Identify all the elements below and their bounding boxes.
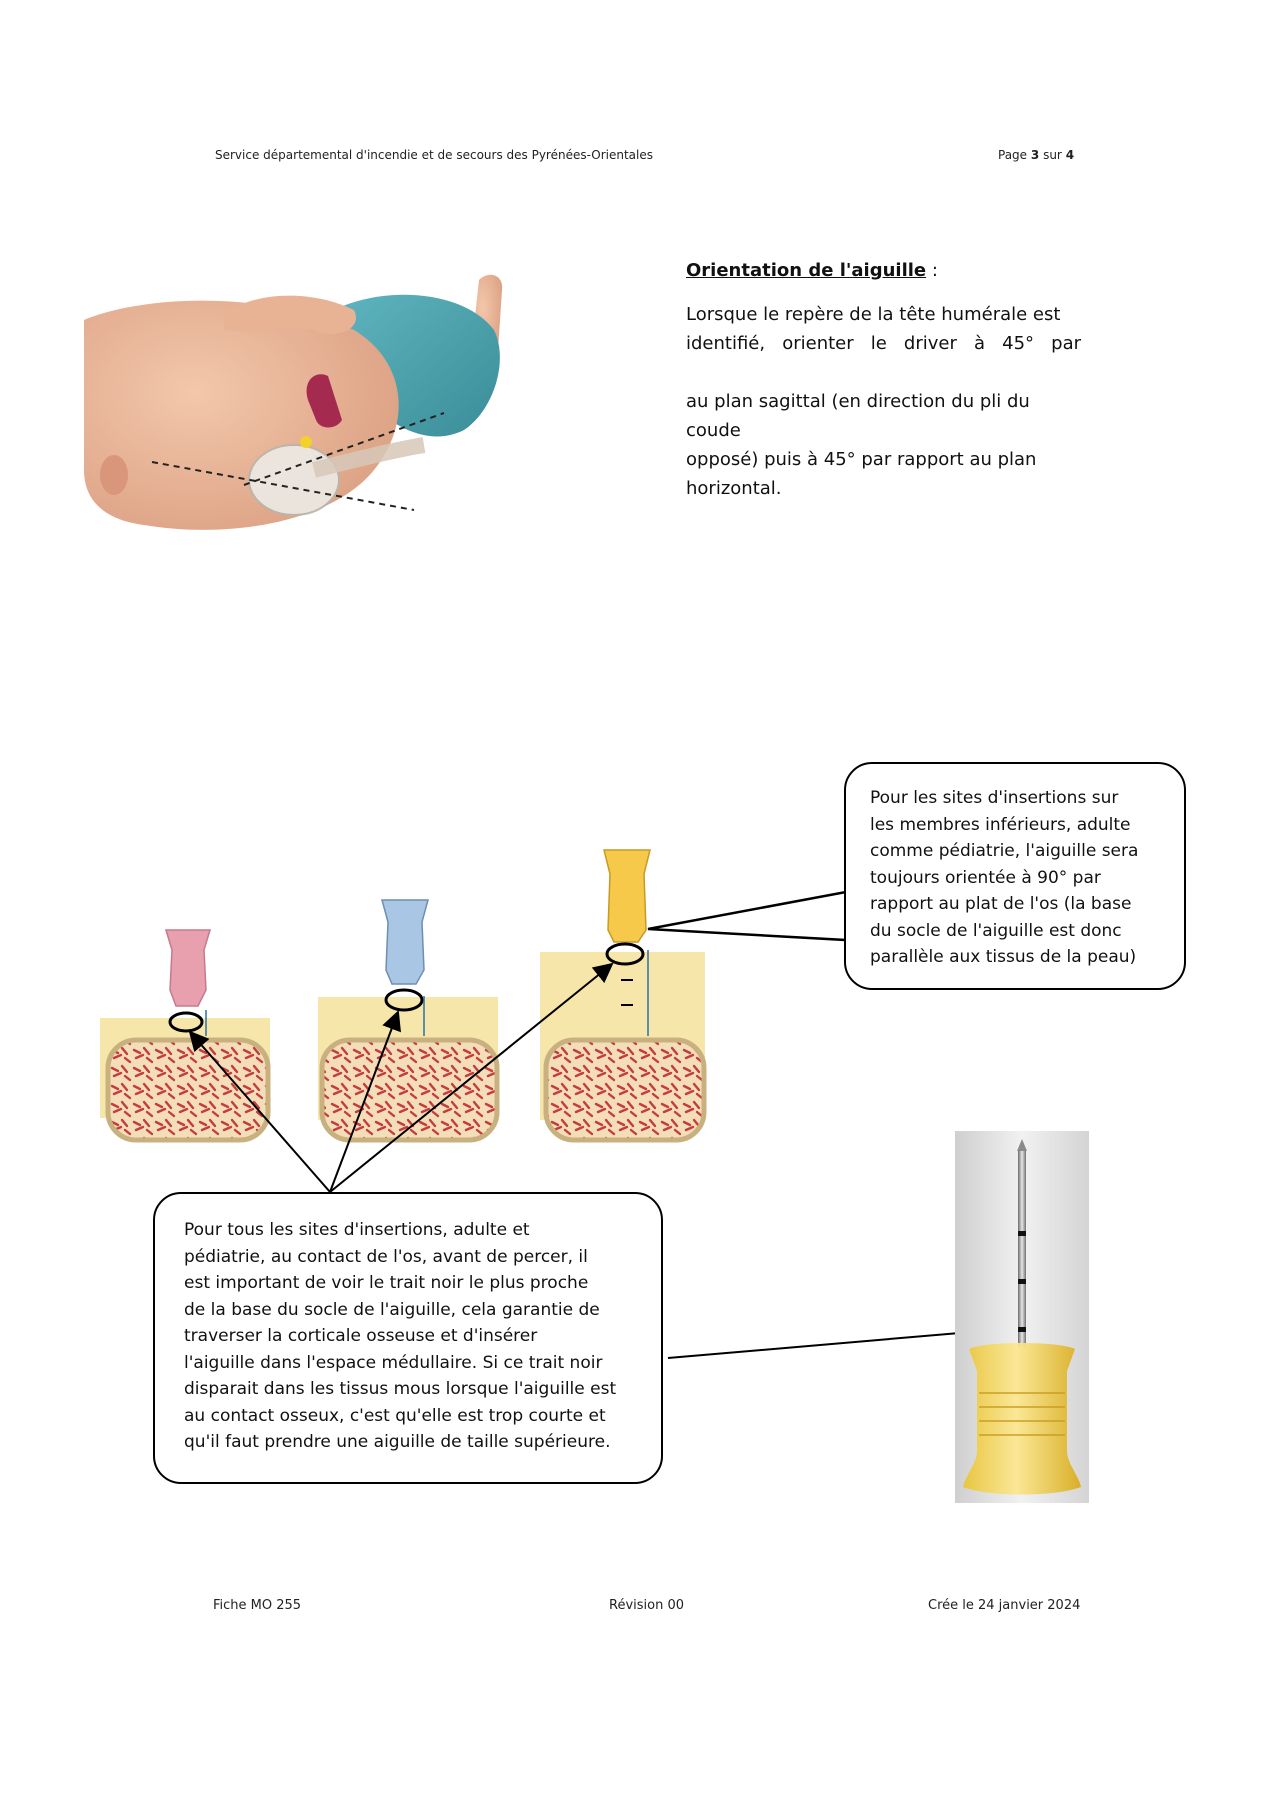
callout-all-sites-line-3: est important de voir le trait noir le p… xyxy=(184,1273,589,1293)
patient-humeral-illustration xyxy=(84,274,503,530)
orientation-paragraph-1: Lorsque le repère de la tête humérale es… xyxy=(686,300,1081,358)
callout-lower-limbs-line-4: toujours orientée à 90° par xyxy=(870,867,1101,888)
orientation-title-suffix: : xyxy=(926,260,938,281)
callout-all-sites: Pour tous les sites d'insertions, adulte… xyxy=(153,1192,663,1484)
yellow-needle-diagram xyxy=(540,849,707,1143)
footer-created-date: Crée le 24 janvier 2024 xyxy=(928,1598,1081,1613)
orientation-line-3: au plan sagittal (en direction du pli du… xyxy=(686,391,1030,441)
page-prefix: Page xyxy=(998,148,1028,162)
orientation-line-5: horizontal. xyxy=(686,478,782,499)
orientation-paragraph-2: au plan sagittal (en direction du pli du… xyxy=(686,387,1086,503)
orientation-line-2: identifié, orienter le driver à 45° par xyxy=(686,333,1081,354)
footer-document-id: Fiche MO 255 xyxy=(213,1598,302,1613)
callout-lower-limbs-line-7: parallèle aux tissus de la peau) xyxy=(870,947,1137,967)
horizontal-plane-line xyxy=(151,461,415,511)
callout-all-sites-line-7: disparait dans les tissus mous lorsque l… xyxy=(184,1379,617,1399)
page-sep: sur xyxy=(1043,148,1062,162)
arrow-to-yellow xyxy=(329,962,614,1193)
sagittal-plane-line xyxy=(243,412,445,486)
orientation-line-1: Lorsque le repère de la tête humérale es… xyxy=(686,304,1061,325)
ear-shape xyxy=(100,455,128,495)
yellow-needle-photo xyxy=(955,1131,1089,1503)
arrow-to-pink xyxy=(188,1030,331,1193)
callout-all-sites-line-2: pédiatrie, au contact de l'os, avant de … xyxy=(184,1246,588,1267)
callout-all-sites-line-5: traverser la corticale osseuse et d'insé… xyxy=(184,1326,538,1346)
callout-all-sites-line-4: de la base du socle de l'aiguille, cela … xyxy=(184,1299,600,1320)
humeral-head-shape xyxy=(248,444,340,516)
driver-device xyxy=(306,374,342,428)
callout-all-sites-line-6: l'aiguille dans l'espace médullaire. Si … xyxy=(184,1352,603,1373)
callout-lower-limbs-line-5: rapport au plat de l'os (la base xyxy=(870,894,1132,914)
callout-all-sites-line-8: au contact osseux, c'est qu'elle est tro… xyxy=(184,1405,606,1426)
orientation-title-text: Orientation de l'aiguille xyxy=(686,260,927,281)
blue-needle-diagram xyxy=(318,899,500,1143)
callout-lower-limbs-line-3: comme pédiatrie, l'aiguille sera xyxy=(870,841,1139,861)
torso-shape xyxy=(84,300,399,530)
orientation-title: Orientation de l'aiguille : xyxy=(686,260,938,281)
callout-lower-limbs-line-6: du socle de l'aiguille est donc xyxy=(870,920,1122,941)
needle-depth-diagram xyxy=(100,849,1020,1359)
page-total: 4 xyxy=(1065,148,1075,162)
callout-lower-limbs-line-2: les membres inférieurs, adulte xyxy=(870,814,1131,835)
callout-lower-limbs: Pour les sites d'insertions sur les memb… xyxy=(844,762,1186,990)
footer-revision: Révision 00 xyxy=(609,1598,685,1613)
header-organization: Service départemental d'incendie et de s… xyxy=(215,148,653,162)
orientation-line-4: opposé) puis à 45° par rapport au plan xyxy=(686,449,1037,470)
arm-shape xyxy=(224,295,356,334)
page-current: 3 xyxy=(1030,148,1040,162)
callout-all-sites-line-1: Pour tous les sites d'insertions, adulte… xyxy=(184,1220,530,1240)
pink-needle-diagram xyxy=(100,929,271,1143)
callout-all-sites-line-9: qu'il faut prendre une aiguille de taill… xyxy=(184,1432,611,1452)
needle-hub-marker xyxy=(300,436,312,448)
arrow-to-blue xyxy=(329,1010,401,1193)
header-page-number: Page 3 sur 4 xyxy=(998,148,1074,162)
callout-lower-limbs-line-1: Pour les sites d'insertions sur xyxy=(870,788,1119,808)
